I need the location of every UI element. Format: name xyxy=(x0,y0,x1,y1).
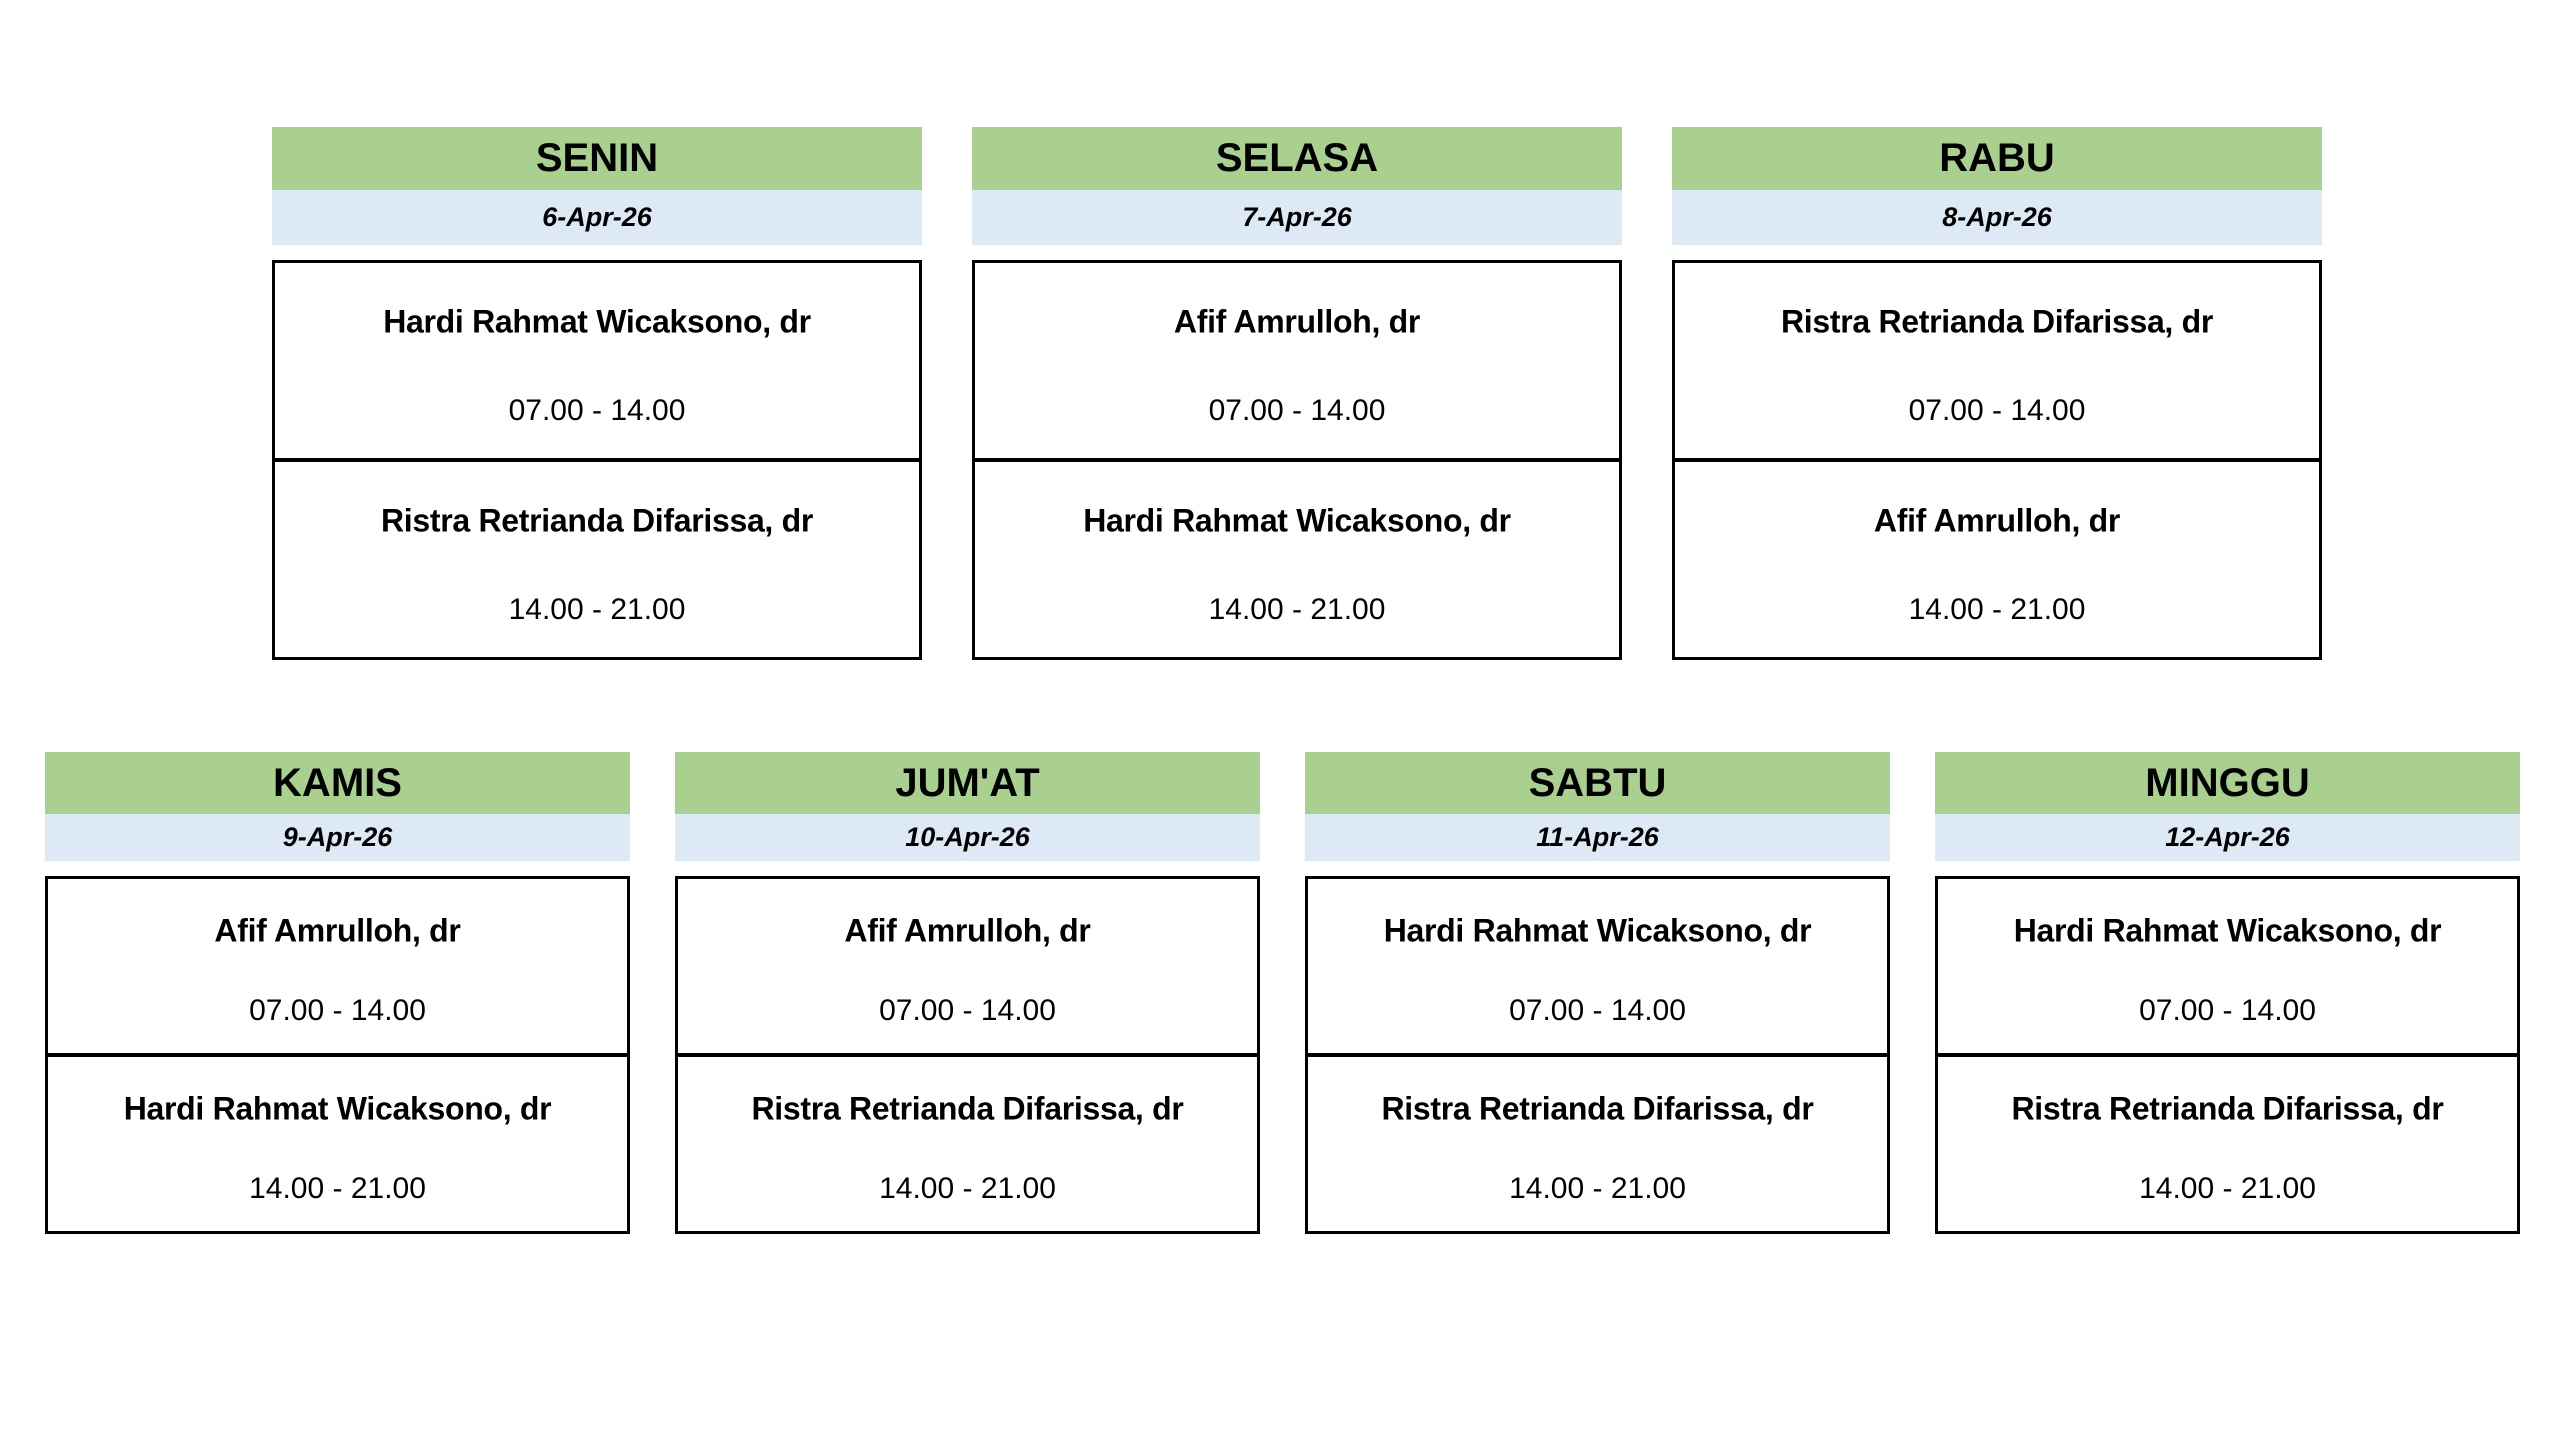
doctor-name: Hardi Rahmat Wicaksono, dr xyxy=(383,303,811,339)
shift-box: Ristra Retrianda Difarissa, dr 07.00 - 1… xyxy=(1672,260,2322,660)
shift-row: Ristra Retrianda Difarissa, dr 07.00 - 1… xyxy=(1675,263,2319,458)
shift-row: Hardi Rahmat Wicaksono, dr 07.00 - 14.00 xyxy=(275,263,919,458)
day-name: RABU xyxy=(1939,136,2055,180)
shift-time: 14.00 - 21.00 xyxy=(1208,593,1386,627)
date-label: 11-Apr-26 xyxy=(1536,822,1659,852)
doctor-name: Ristra Retrianda Difarissa, dr xyxy=(2011,1090,2444,1127)
day-name: KAMIS xyxy=(273,760,402,805)
shift-time: 14.00 - 21.00 xyxy=(249,1172,426,1206)
shift-row: Hardi Rahmat Wicaksono, dr 07.00 - 14.00 xyxy=(1938,879,2517,1053)
day-card-minggu: MINGGU 12-Apr-26 Hardi Rahmat Wicaksono,… xyxy=(1935,752,2520,1234)
date-band: 11-Apr-26 xyxy=(1305,814,1890,861)
day-header: SENIN xyxy=(272,127,922,190)
shift-row: Afif Amrulloh, dr 07.00 - 14.00 xyxy=(975,263,1619,458)
date-band: 8-Apr-26 xyxy=(1672,190,2322,245)
day-card-rabu: RABU 8-Apr-26 Ristra Retrianda Difarissa… xyxy=(1672,127,2322,660)
shift-box: Afif Amrulloh, dr 07.00 - 14.00 Ristra R… xyxy=(675,876,1260,1234)
date-band: 12-Apr-26 xyxy=(1935,814,2520,861)
day-header: SABTU xyxy=(1305,752,1890,814)
shift-time: 07.00 - 14.00 xyxy=(1208,394,1386,428)
date-band: 9-Apr-26 xyxy=(45,814,630,861)
date-band: 7-Apr-26 xyxy=(972,190,1622,245)
date-band: 10-Apr-26 xyxy=(675,814,1260,861)
day-card-senin: SENIN 6-Apr-26 Hardi Rahmat Wicaksono, d… xyxy=(272,127,922,660)
shift-row: Hardi Rahmat Wicaksono, dr 14.00 - 21.00 xyxy=(48,1053,627,1231)
shift-row: Ristra Retrianda Difarissa, dr 14.00 - 2… xyxy=(1308,1053,1887,1231)
day-header: JUM'AT xyxy=(675,752,1260,814)
shift-box: Afif Amrulloh, dr 07.00 - 14.00 Hardi Ra… xyxy=(45,876,630,1234)
day-header: RABU xyxy=(1672,127,2322,190)
doctor-name: Afif Amrulloh, dr xyxy=(214,912,461,949)
shift-row: Hardi Rahmat Wicaksono, dr 14.00 - 21.00 xyxy=(975,458,1619,657)
day-header: KAMIS xyxy=(45,752,630,814)
shift-box: Hardi Rahmat Wicaksono, dr 07.00 - 14.00… xyxy=(1935,876,2520,1234)
day-name: SELASA xyxy=(1215,136,1379,180)
shift-time: 14.00 - 21.00 xyxy=(1908,593,2086,627)
doctor-name: Afif Amrulloh, dr xyxy=(1873,502,2121,538)
day-card-sabtu: SABTU 11-Apr-26 Hardi Rahmat Wicaksono, … xyxy=(1305,752,1890,1234)
doctor-name: Afif Amrulloh, dr xyxy=(844,912,1091,949)
shift-row: Hardi Rahmat Wicaksono, dr 07.00 - 14.00 xyxy=(1308,879,1887,1053)
shift-time: 07.00 - 14.00 xyxy=(1509,994,1686,1028)
shift-time: 14.00 - 21.00 xyxy=(508,593,686,627)
doctor-name: Ristra Retrianda Difarissa, dr xyxy=(1381,1090,1814,1127)
doctor-name: Hardi Rahmat Wicaksono, dr xyxy=(123,1090,552,1127)
shift-row: Afif Amrulloh, dr 07.00 - 14.00 xyxy=(48,879,627,1053)
day-header: SELASA xyxy=(972,127,1622,190)
shift-time: 07.00 - 14.00 xyxy=(508,394,686,428)
doctor-name: Afif Amrulloh, dr xyxy=(1173,303,1421,339)
day-name: SABTU xyxy=(1528,760,1667,805)
shift-time: 07.00 - 14.00 xyxy=(1908,394,2086,428)
doctor-name: Ristra Retrianda Difarissa, dr xyxy=(380,502,814,538)
date-label: 10-Apr-26 xyxy=(905,822,1030,852)
shift-row: Afif Amrulloh, dr 14.00 - 21.00 xyxy=(1675,458,2319,657)
day-header: MINGGU xyxy=(1935,752,2520,814)
shift-row: Ristra Retrianda Difarissa, dr 14.00 - 2… xyxy=(1938,1053,2517,1231)
shift-row: Afif Amrulloh, dr 07.00 - 14.00 xyxy=(678,879,1257,1053)
day-name: JUM'AT xyxy=(895,760,1040,805)
shift-time: 14.00 - 21.00 xyxy=(2139,1172,2316,1206)
date-band: 6-Apr-26 xyxy=(272,190,922,245)
doctor-name: Ristra Retrianda Difarissa, dr xyxy=(1780,303,2214,339)
shift-time: 14.00 - 21.00 xyxy=(879,1172,1056,1206)
day-card-selasa: SELASA 7-Apr-26 Afif Amrulloh, dr 07.00 … xyxy=(972,127,1622,660)
day-name: SENIN xyxy=(535,136,659,180)
date-label: 6-Apr-26 xyxy=(542,202,652,232)
day-card-kamis: KAMIS 9-Apr-26 Afif Amrulloh, dr 07.00 -… xyxy=(45,752,630,1234)
doctor-name: Ristra Retrianda Difarissa, dr xyxy=(751,1090,1184,1127)
shift-box: Afif Amrulloh, dr 07.00 - 14.00 Hardi Ra… xyxy=(972,260,1622,660)
shift-time: 07.00 - 14.00 xyxy=(2139,994,2316,1028)
shift-time: 07.00 - 14.00 xyxy=(249,994,426,1028)
shift-box: Hardi Rahmat Wicaksono, dr 07.00 - 14.00… xyxy=(272,260,922,660)
date-label: 8-Apr-26 xyxy=(1942,202,2052,232)
shift-time: 14.00 - 21.00 xyxy=(1509,1172,1686,1206)
shift-row: Ristra Retrianda Difarissa, dr 14.00 - 2… xyxy=(275,458,919,657)
doctor-name: Hardi Rahmat Wicaksono, dr xyxy=(2013,912,2442,949)
date-label: 9-Apr-26 xyxy=(282,822,393,852)
date-label: 12-Apr-26 xyxy=(2165,822,2290,852)
day-name: MINGGU xyxy=(2145,760,2310,805)
doctor-name: Hardi Rahmat Wicaksono, dr xyxy=(1083,502,1511,538)
day-card-jumat: JUM'AT 10-Apr-26 Afif Amrulloh, dr 07.00… xyxy=(675,752,1260,1234)
shift-time: 07.00 - 14.00 xyxy=(879,994,1056,1028)
shift-row: Ristra Retrianda Difarissa, dr 14.00 - 2… xyxy=(678,1053,1257,1231)
date-label: 7-Apr-26 xyxy=(1242,202,1352,232)
doctor-name: Hardi Rahmat Wicaksono, dr xyxy=(1383,912,1812,949)
shift-box: Hardi Rahmat Wicaksono, dr 07.00 - 14.00… xyxy=(1305,876,1890,1234)
